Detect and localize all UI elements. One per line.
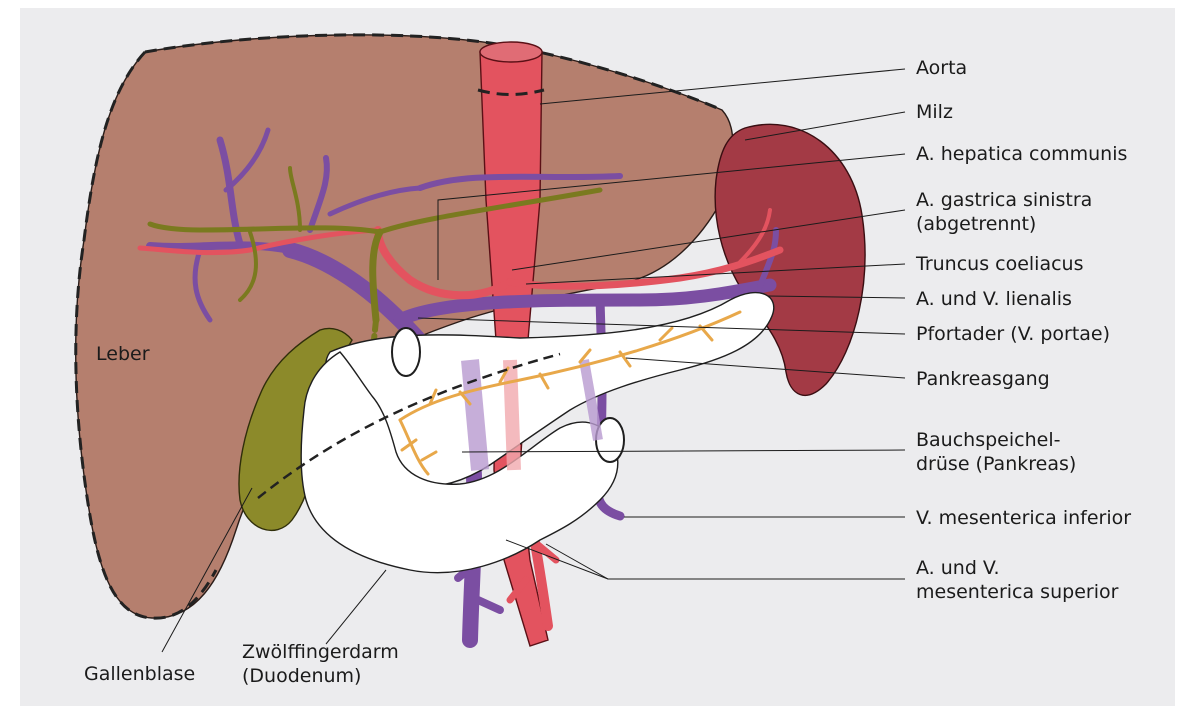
label-liver: Leber: [96, 342, 150, 366]
label-celiac-trunk: Truncus coeliacus: [916, 252, 1083, 276]
label-superior-mesenteric-line1: A. und V.: [916, 556, 1000, 580]
aorta-opening: [480, 42, 542, 62]
artery-through-pancreas: [510, 360, 514, 470]
label-splenic-vessels: A. und V. lienalis: [916, 287, 1072, 311]
label-duodenum-line1: Zwölffingerdarm: [242, 640, 399, 664]
label-superior-mesenteric-line2: mesenterica superior: [916, 580, 1118, 604]
label-aorta: Aorta: [916, 56, 967, 80]
label-duodenum-line2: (Duodenum): [242, 664, 361, 688]
portal-vein-through-pancreas: [470, 360, 480, 470]
label-left-gastric-artery-line2: (abgetrennt): [916, 212, 1036, 236]
duodenum-cut-end: [392, 328, 420, 376]
label-gallbladder: Gallenblase: [84, 662, 195, 686]
label-portal-vein: Pfortader (V. portae): [916, 322, 1110, 346]
label-pancreas-line1: Bauchspeichel-: [916, 428, 1060, 452]
label-inferior-mesenteric-vein: V. mesenterica inferior: [916, 506, 1131, 530]
label-spleen: Milz: [916, 100, 953, 124]
label-left-gastric-artery-line1: A. gastrica sinistra: [916, 188, 1092, 212]
label-pancreas-line2: drüse (Pankreas): [916, 452, 1076, 476]
label-common-hepatic-artery: A. hepatica communis: [916, 142, 1127, 166]
label-pancreatic-duct: Pankreasgang: [916, 367, 1050, 391]
